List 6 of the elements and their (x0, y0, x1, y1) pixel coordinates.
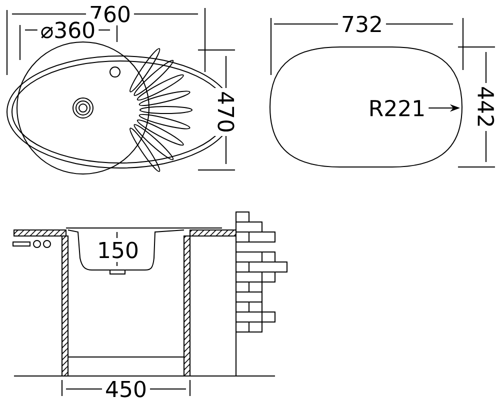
dimension-text: 442 (474, 83, 498, 131)
dimension-text: 450 (102, 378, 150, 400)
dimension-text: 470 (214, 88, 238, 136)
dimension-text: R221 (365, 96, 429, 120)
dimension-text: 732 (338, 12, 386, 36)
dimension-text: 150 (94, 238, 142, 262)
